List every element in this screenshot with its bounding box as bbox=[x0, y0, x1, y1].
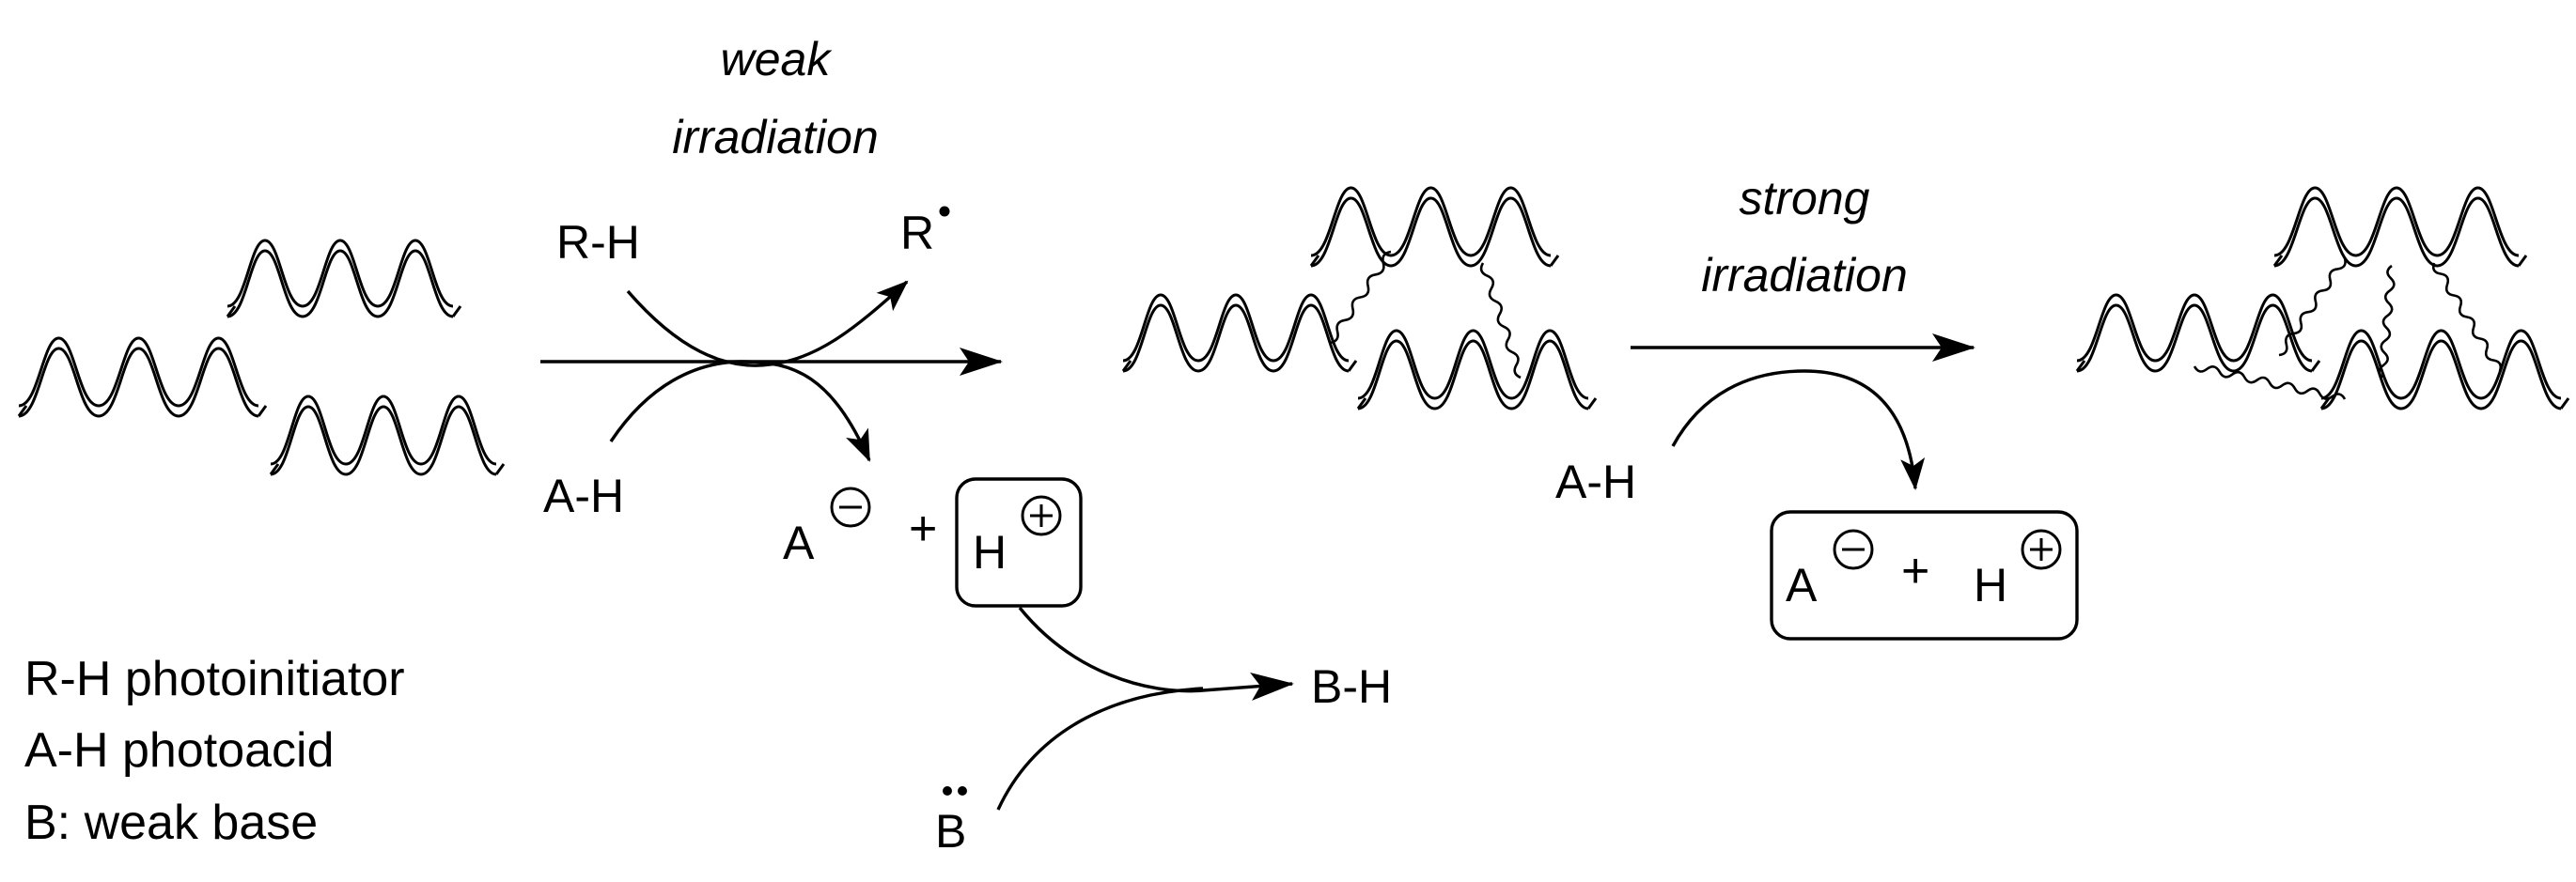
anion-letter-step2: A bbox=[1786, 559, 1818, 611]
step1-condition-line1: weak bbox=[721, 33, 834, 85]
monomer-strand bbox=[17, 336, 268, 418]
proton-letter: H bbox=[973, 526, 1007, 579]
polymer-strand bbox=[1309, 186, 1560, 268]
acid-box-step2: A + H bbox=[1770, 510, 2079, 641]
ah-to-proton-curved-arrow bbox=[609, 360, 871, 462]
polymer-strand bbox=[1121, 293, 1358, 373]
crosslink bbox=[1479, 262, 1522, 379]
proton-to-base-curved-arrow bbox=[1018, 606, 1294, 701]
negative-charge-icon bbox=[830, 487, 871, 528]
monomer-strand bbox=[226, 239, 462, 318]
conjugate-acid-label: B-H bbox=[1311, 660, 1392, 713]
negative-charge-icon bbox=[1833, 529, 1874, 570]
photoacid-label-step2: A-H bbox=[1555, 456, 1636, 508]
legend: R-H photoinitiator A-H photoacid B: weak… bbox=[24, 652, 405, 850]
plus-sign-step2: + bbox=[1901, 544, 1929, 598]
photoacid-label-step1: A-H bbox=[543, 470, 624, 522]
step2-conditions: strong irradiation bbox=[1701, 172, 1908, 302]
proton-box-step1: H bbox=[955, 477, 1083, 608]
weak-base-species: B bbox=[935, 786, 967, 858]
step1-conditions: weak irradiation bbox=[672, 33, 879, 163]
plus-sign-step1: + bbox=[909, 502, 937, 556]
polymer-strand bbox=[2272, 186, 2528, 268]
crosslink bbox=[2431, 262, 2503, 372]
polymer-strand bbox=[1356, 329, 1598, 410]
proton-box-frame bbox=[955, 477, 1083, 608]
lone-pair-dot-left-icon bbox=[943, 786, 952, 796]
step1-condition-line2: irradiation bbox=[672, 111, 879, 163]
radical-species: R bbox=[900, 206, 950, 259]
polymer-strand bbox=[2075, 293, 2321, 373]
highly-crosslinked-network bbox=[2075, 186, 2570, 410]
crosslink bbox=[1329, 250, 1392, 345]
crosslink bbox=[2193, 365, 2347, 400]
proton-letter-step2: H bbox=[1974, 559, 2007, 611]
base-to-bh-curved-arrow bbox=[996, 687, 1204, 811]
positive-charge-icon bbox=[1021, 495, 1062, 536]
photoinitiator-label: R-H bbox=[556, 216, 640, 269]
legend-photoacid: A-H photoacid bbox=[24, 723, 335, 778]
polymer-strand bbox=[2319, 329, 2570, 410]
acid-box-frame bbox=[1770, 510, 2079, 641]
ah-to-acid-curved-arrow bbox=[1671, 369, 1926, 490]
lightly-crosslinked-network bbox=[1121, 186, 1598, 410]
lone-pair-dot-right-icon bbox=[958, 786, 967, 796]
radical-dot-icon bbox=[939, 206, 950, 217]
positive-charge-icon bbox=[2021, 529, 2062, 570]
radical-label: R bbox=[900, 207, 934, 259]
anion-letter: A bbox=[783, 517, 815, 569]
legend-photoinitiator: R-H photoinitiator bbox=[24, 652, 405, 706]
legend-weak-base: B: weak base bbox=[24, 796, 318, 850]
crosslink bbox=[2378, 264, 2396, 379]
monomer-strand bbox=[269, 395, 506, 476]
step2-condition-line1: strong bbox=[1740, 172, 1870, 224]
step2-condition-line2: irradiation bbox=[1701, 249, 1908, 302]
base-letter: B bbox=[935, 805, 966, 858]
anion-species-step1: A bbox=[783, 487, 871, 569]
rh-to-radical-curved-arrow bbox=[626, 280, 909, 367]
monomer-strands bbox=[17, 239, 506, 476]
crosslink bbox=[2278, 257, 2347, 357]
